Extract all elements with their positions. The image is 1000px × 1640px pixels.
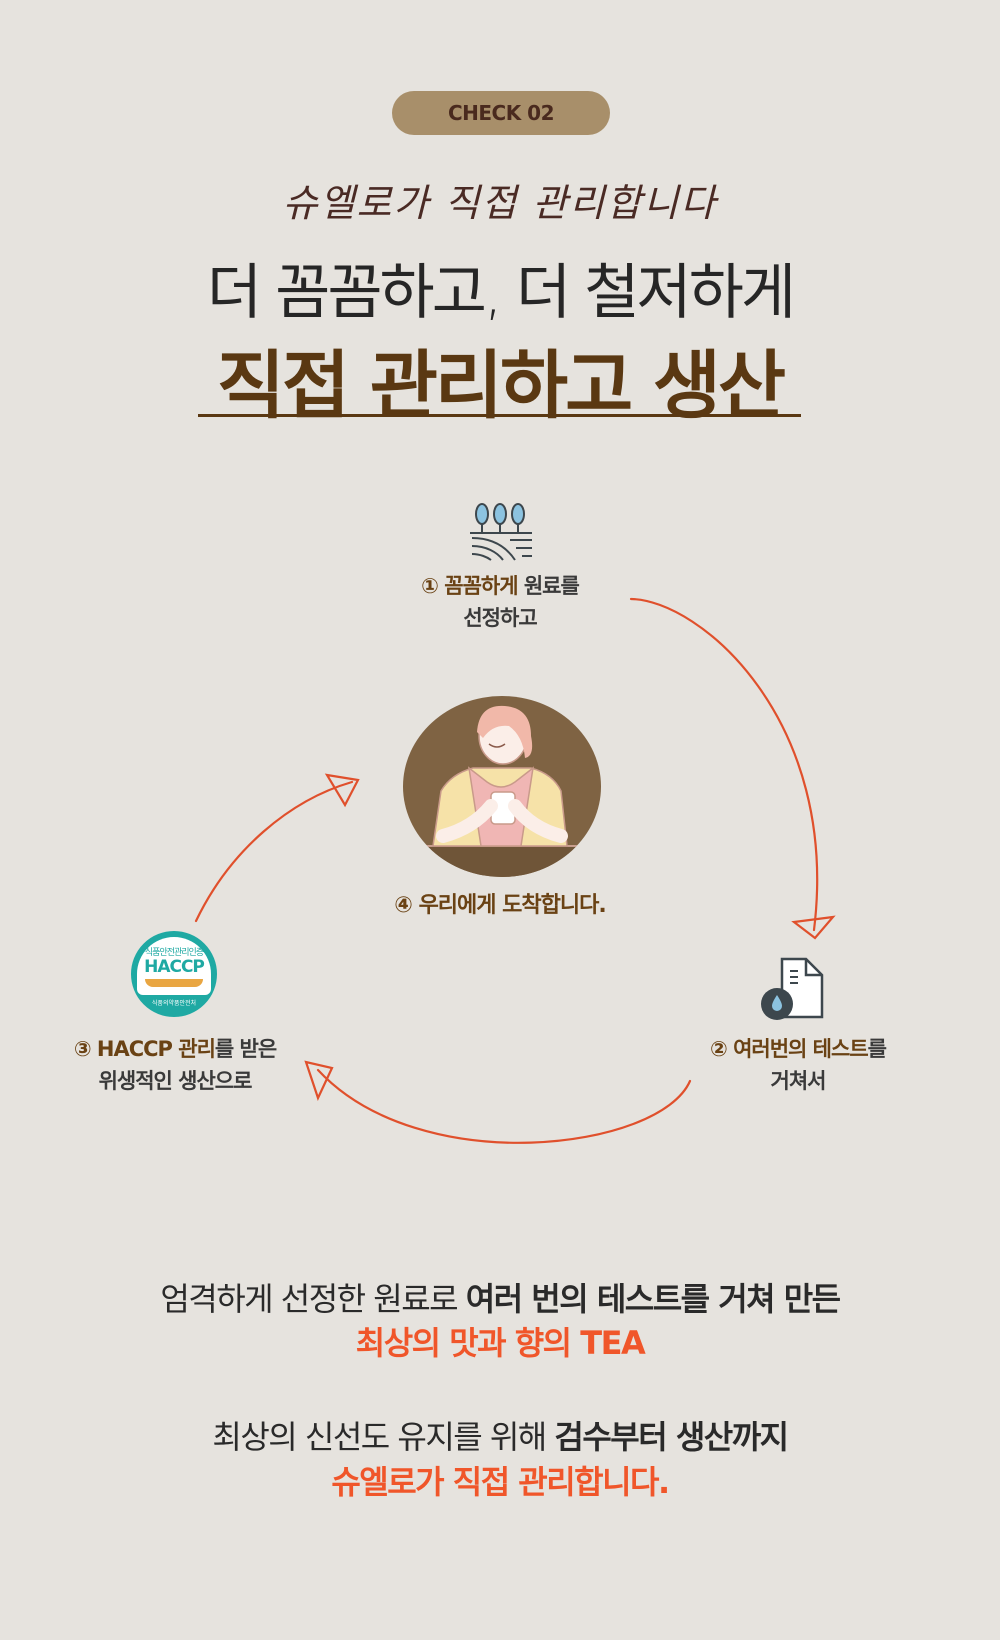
haccp-bottom-text: 식품의약품안전처 [151,1000,197,1007]
haccp-top-text: 식품안전관리인증 [144,948,204,958]
arrow-2-to-3 [316,1068,692,1144]
document-water-drop-icon [761,957,824,1020]
bottom-paragraph-2: 최상의 신선도 유지를 위해 검수부터 생산까지 [212,1418,789,1456]
arrowhead-3 [304,1060,334,1101]
farm-field-icon [470,503,532,561]
heading-line1: 더 꼼꼼하고, 더 철저하게 [206,258,796,328]
arrowhead-1 [791,915,836,940]
arrow-1-to-2 [629,597,819,932]
haccp-badge: 식품안전관리인증 HACCP 식품의약품안전처 [131,931,217,1017]
bottom-paragraph-1: 엄격하게 선정한 원료로 여러 번의 테스트를 거쳐 만든 [160,1280,841,1318]
bottom-paragraph-2-accent: 슈엘로가 직접 관리합니다. [331,1463,670,1501]
bottom-paragraph-1-accent: 최상의 맛과 향의 TEA [355,1324,646,1362]
step-4-text: ④ 우리에게 도착합니다. [394,893,607,918]
check-badge: CHECK 02 [392,91,610,135]
arrowhead-4 [324,773,360,808]
heading-underline [198,414,801,417]
script-subtitle: 슈엘로가 직접 관리합니다 [282,181,718,225]
haccp-main-text: HACCP [144,957,205,977]
arrow-3-to-4 [194,780,354,923]
woman-with-tea-illustration [403,696,601,877]
